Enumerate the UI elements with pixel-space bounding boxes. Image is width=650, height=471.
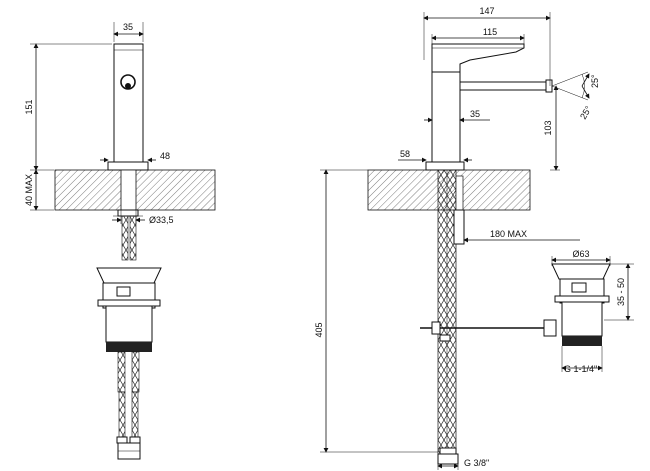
front-dim-spout-length: 115 [483, 27, 497, 37]
side-view: 35 151 40 MAX 48 Ø33,5 [24, 22, 216, 460]
front-dim-waste-dia: Ø63 [572, 249, 589, 259]
side-dim-hole: Ø33,5 [149, 215, 174, 225]
front-tap-body [431, 71, 461, 163]
front-dim-waste-range: 35 - 50 [616, 278, 626, 306]
front-tap-base [425, 161, 465, 171]
front-dim-rod-reach: 180 MAX [490, 229, 527, 239]
front-nozzle [459, 81, 547, 91]
front-spout-arm [431, 43, 525, 73]
front-dim-waste-thread: G 1-1/4" [564, 364, 597, 374]
front-waste-assembly [543, 263, 611, 346]
front-dim-angle-top: 25° [590, 74, 600, 88]
front-dim-body: 35 [470, 109, 480, 119]
front-view: 147 115 35 58 25° 25° 103 405 180 MAX Ø [314, 6, 634, 470]
side-shank [120, 169, 137, 211]
side-dim-counter-max: 40 MAX [24, 174, 34, 206]
front-dim-hose-thread: G 3/8" [464, 458, 489, 468]
side-tap-body [113, 43, 144, 163]
front-dim-drop-height: 405 [314, 322, 324, 337]
front-dim-base: 58 [400, 149, 410, 159]
side-dim-height: 151 [24, 99, 34, 114]
side-dim-width: 35 [123, 22, 133, 32]
front-dim-total-depth: 147 [479, 6, 494, 16]
front-dim-height: 103 [543, 120, 553, 135]
side-waste-assembly [96, 267, 162, 352]
side-tap-base [107, 161, 149, 171]
front-dim-angle-bottom: 25° [578, 104, 594, 121]
side-dim-base: 48 [160, 151, 170, 161]
